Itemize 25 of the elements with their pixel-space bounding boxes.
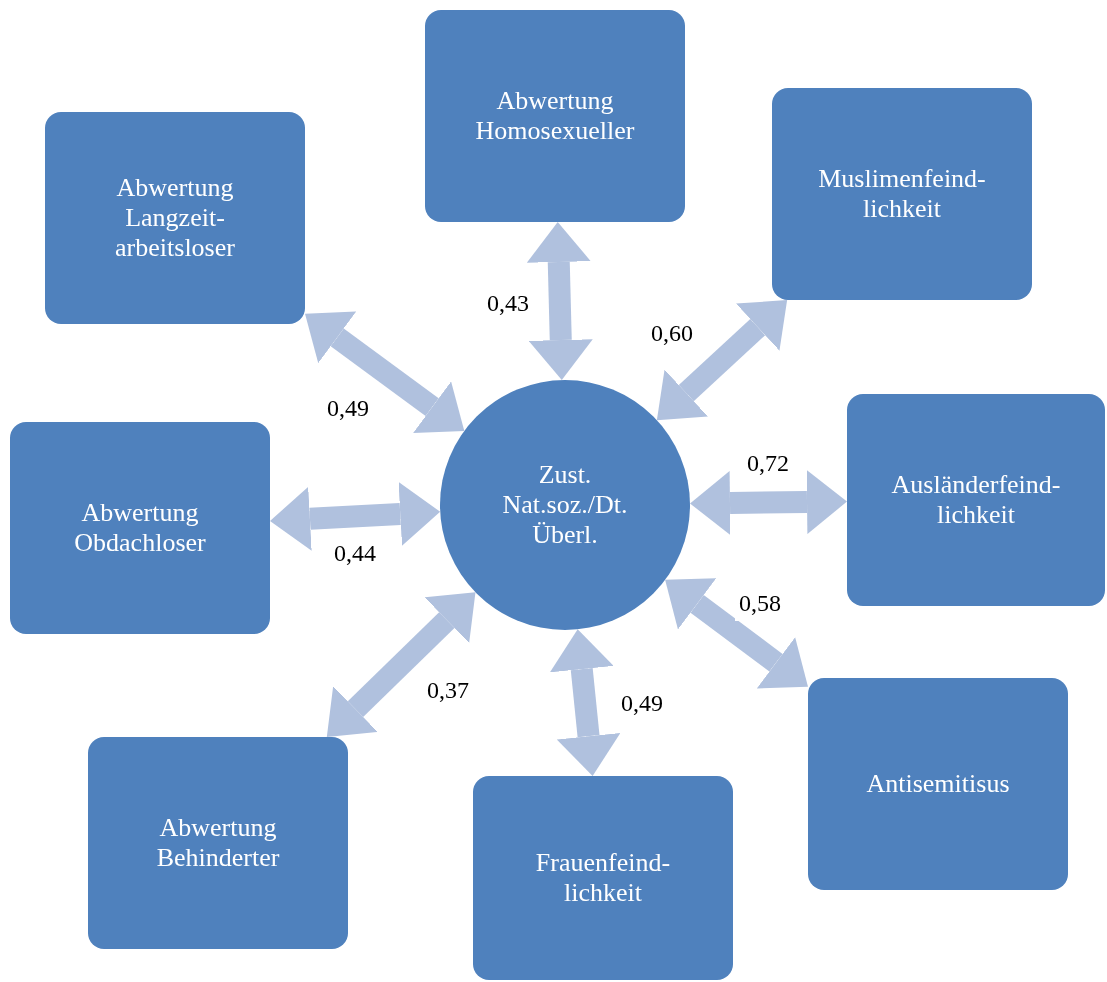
process-box <box>772 88 1032 300</box>
node-text: Zust. Nat.soz./Dt. Überl. <box>501 460 629 550</box>
node-text: Ausländerfeind- lichkeit <box>890 470 1062 530</box>
process-box <box>45 112 305 324</box>
process-box <box>425 10 685 222</box>
node-text: Abwertung Obdachloser <box>73 498 207 558</box>
double-arrow <box>549 629 621 776</box>
double-arrow <box>656 300 788 421</box>
double-arrow <box>690 470 847 535</box>
double-arrow <box>665 578 808 689</box>
node-text: Abwertung Homosexueller <box>474 86 636 146</box>
node-text: Frauenfeind- lichkeit <box>534 848 672 908</box>
node-text: Antisemitisus <box>866 769 1010 799</box>
double-arrow <box>526 222 593 381</box>
node-text: Abwertung Langzeit- arbeitsloser <box>114 173 236 263</box>
process-box <box>847 394 1105 606</box>
process-box <box>473 776 733 980</box>
process-box <box>88 737 348 949</box>
node-text: Muslimenfeind- lichkeit <box>817 164 987 224</box>
node-text: Abwertung Behinderter <box>155 813 281 873</box>
double-arrow <box>326 592 476 737</box>
double-arrow <box>305 311 465 433</box>
process-box <box>808 678 1068 890</box>
double-arrow <box>270 481 441 551</box>
process-box <box>10 422 270 634</box>
